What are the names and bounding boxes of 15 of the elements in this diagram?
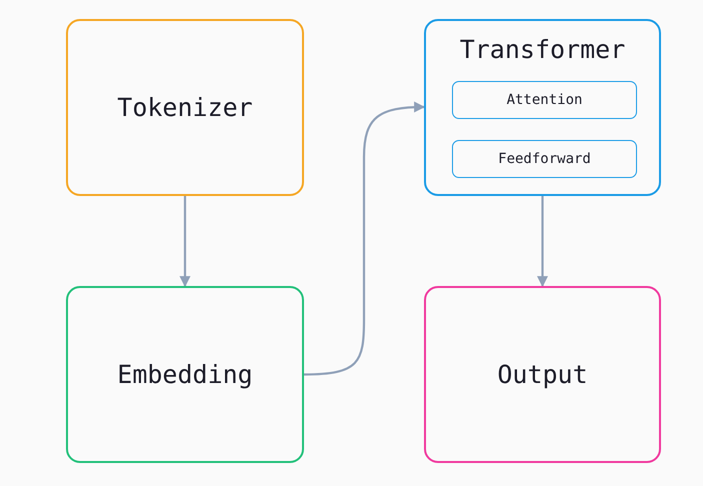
process-box <box>424 19 661 196</box>
arrow <box>180 196 190 288</box>
arrow <box>304 102 426 376</box>
node-label: Embedding <box>117 360 253 389</box>
sub-component-box <box>452 140 637 178</box>
arrow <box>537 196 548 288</box>
sub-component-box <box>452 81 637 119</box>
node-label: Transformer <box>460 35 626 64</box>
process-box <box>424 286 661 463</box>
node-label: Feedforward <box>498 151 591 167</box>
node-label: Tokenizer <box>117 93 253 122</box>
node-label: Attention <box>506 92 582 108</box>
process-box <box>66 286 304 463</box>
node-label: Output <box>497 360 588 389</box>
process-box <box>66 19 304 196</box>
